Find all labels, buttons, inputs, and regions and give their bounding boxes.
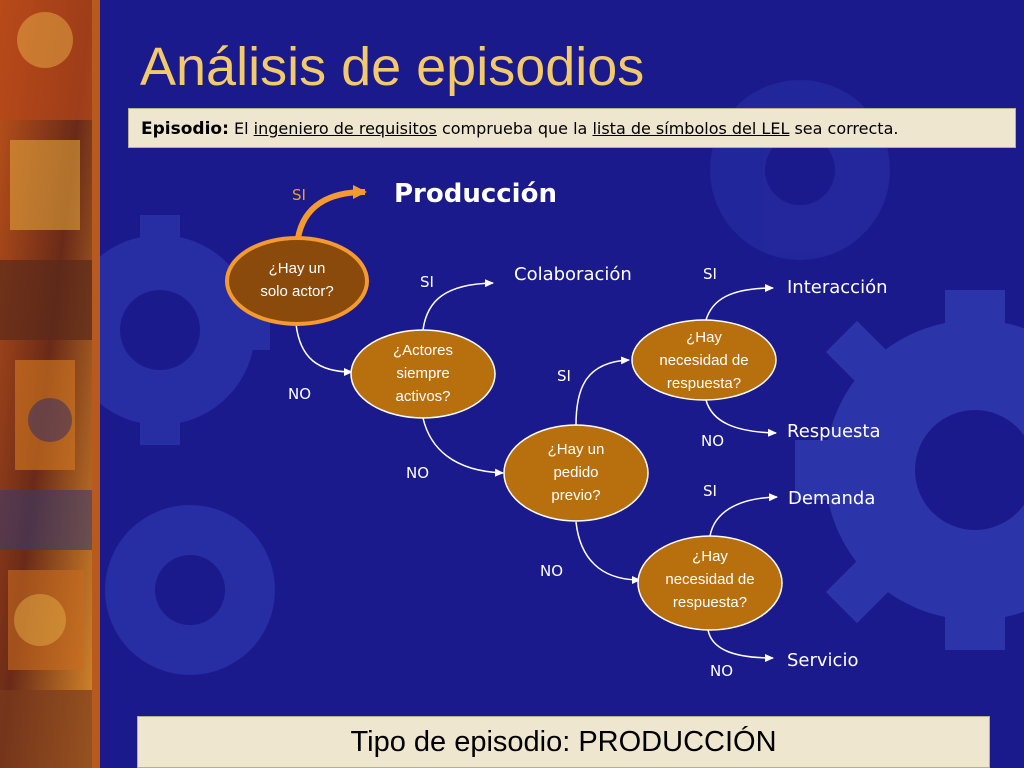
decision-necesidad-1-text: ¿Hay necesidad de respuesta? xyxy=(659,329,749,392)
outcome-produccion: Producción xyxy=(394,179,557,209)
definition-text-3: sea correcta. xyxy=(794,119,899,138)
edge-label-no: NO xyxy=(288,385,312,403)
outcome-colaboracion: Colaboración xyxy=(514,264,632,285)
edge-label-si: SI xyxy=(703,265,717,283)
outcome-demanda: Demanda xyxy=(788,488,876,509)
definition-box: Episodio: El ingeniero de requisitos com… xyxy=(128,108,1016,148)
definition-term: Episodio: xyxy=(141,119,229,139)
gear-decoration-left xyxy=(65,215,275,675)
outcome-respuesta: Respuesta xyxy=(787,421,881,442)
left-decorative-strip xyxy=(0,0,100,768)
edge-label-no: NO xyxy=(540,562,564,580)
decision-pedido-previo-text: ¿Hay un pedido previo? xyxy=(547,441,605,504)
edge-label-no: NO xyxy=(701,432,725,450)
outcome-servicio: Servicio xyxy=(787,650,859,671)
decision-necesidad-1 xyxy=(631,319,777,401)
diagram-edges xyxy=(295,185,778,662)
edge-nec1-si xyxy=(705,284,774,321)
edge-actores-si xyxy=(422,279,494,331)
edge-label-si: SI xyxy=(292,186,306,204)
definition-text-1: El xyxy=(233,119,249,138)
definition-text-2: comprueba que la xyxy=(441,119,588,138)
edge-label-si: SI xyxy=(557,367,571,385)
edge-nec2-no xyxy=(707,629,774,662)
edge-solo-si xyxy=(295,185,367,239)
episode-type-footer: Tipo de episodio: PRODUCCIÓN xyxy=(137,716,990,768)
slide-title: Análisis de episodios xyxy=(140,37,645,97)
decision-necesidad-2 xyxy=(637,535,783,631)
edge-pedido-si xyxy=(575,356,630,426)
decision-solo-actor-text: ¿Hay un solo actor? xyxy=(260,260,334,300)
link-ingeniero-de-requisitos[interactable]: ingeniero de requisitos xyxy=(253,119,437,138)
edge-label-no: NO xyxy=(406,464,430,482)
link-lista-de-simbolos[interactable]: lista de símbolos del LEL xyxy=(592,119,790,138)
edge-nec1-no xyxy=(705,399,777,437)
decision-pedido-previo xyxy=(503,424,649,522)
edge-pedido-no xyxy=(575,521,641,584)
decision-nodes xyxy=(225,236,783,631)
edge-actores-no xyxy=(422,417,504,477)
gear-decoration-right xyxy=(795,290,1024,650)
decision-solo-actor xyxy=(225,236,369,326)
edge-label-si: SI xyxy=(420,273,434,291)
outcome-interaccion: Interacción xyxy=(787,277,888,298)
gear-decoration-top xyxy=(710,80,890,260)
edge-nec2-si xyxy=(709,493,778,537)
decision-actores-activos xyxy=(350,329,496,419)
edge-label-no: NO xyxy=(710,662,734,680)
edge-label-si: SI xyxy=(703,482,717,500)
edge-solo-no xyxy=(295,323,353,376)
decision-actores-activos-text: ¿Actores siempre activos? xyxy=(392,342,453,405)
decision-necesidad-2-text: ¿Hay necesidad de respuesta? xyxy=(665,548,755,611)
